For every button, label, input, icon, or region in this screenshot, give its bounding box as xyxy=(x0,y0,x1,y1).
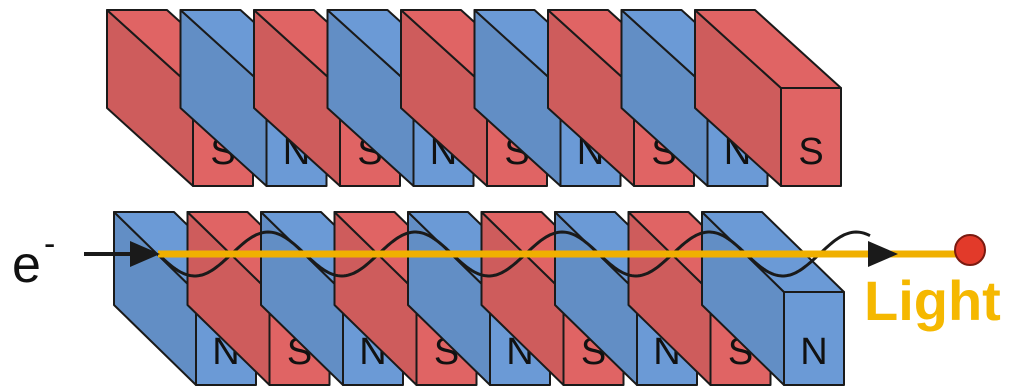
trajectory-arrowhead xyxy=(868,241,898,267)
electron-incoming-arrowhead xyxy=(130,241,160,267)
electron-dot xyxy=(954,234,986,266)
magnet-front-face xyxy=(783,291,845,386)
electron-charge: - xyxy=(44,225,55,263)
magnet-pole-label: N xyxy=(800,331,827,373)
magnet-front-face xyxy=(780,87,842,187)
magnet-pole-label: S xyxy=(798,131,823,173)
electron-symbol: e xyxy=(12,236,41,294)
top-magnet: S xyxy=(694,9,842,187)
light-label: Light xyxy=(864,269,1001,332)
electron-label: e - xyxy=(12,225,55,294)
electron-trajectory xyxy=(156,230,871,278)
